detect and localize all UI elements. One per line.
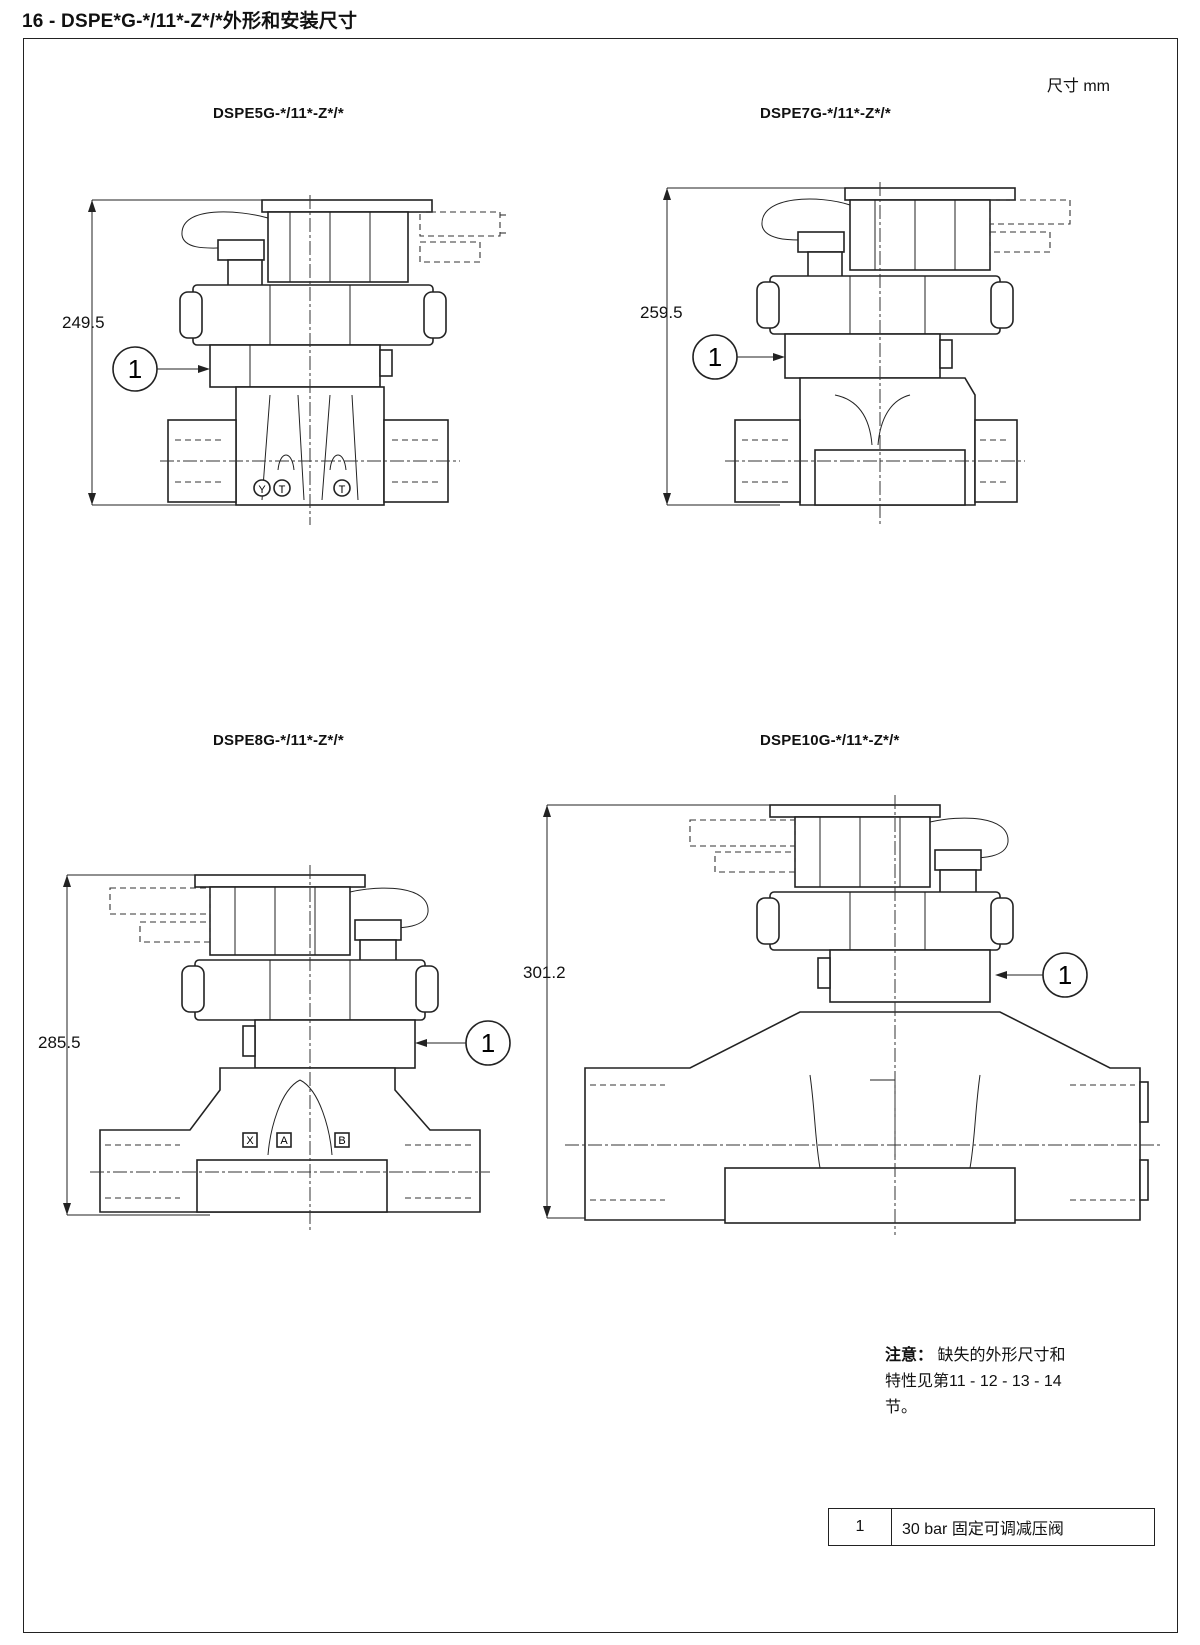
note-line: 特性见第11 - 12 - 13 - 14 <box>885 1373 1062 1390</box>
valve-drawing-dspe5 <box>88 195 510 525</box>
callout-number: 1 <box>128 354 142 384</box>
callout-1-dspe5: 1 <box>112 346 210 392</box>
callout-number: 1 <box>1058 960 1072 990</box>
legend-table: 1 30 bar 固定可调减压阀 <box>828 1508 1155 1546</box>
port-label: T <box>339 484 346 496</box>
legend-number: 1 <box>828 1508 892 1546</box>
port-label: Y <box>258 484 266 496</box>
port-label: T <box>279 484 286 496</box>
callout-1-dspe8: 1 <box>415 1020 511 1066</box>
port-label: B <box>338 1135 345 1147</box>
model-title-dspe7: DSPE7G-*/11*-Z*/* <box>760 105 891 122</box>
legend-description: 30 bar 固定可调减压阀 <box>891 1508 1155 1546</box>
height-dimension-dspe8: 285.5 <box>38 1033 81 1052</box>
callout-1-dspe7: 1 <box>692 334 785 380</box>
height-dimension-dspe7: 259.5 <box>640 303 683 322</box>
height-dimension-dspe10: 301.2 <box>523 963 566 982</box>
page-title: 16 - DSPE*G-*/11*-Z*/*外形和安装尺寸 <box>22 11 358 32</box>
valve-drawing-dspe10 <box>543 795 1160 1235</box>
port-label: A <box>280 1135 288 1147</box>
note-line: 缺失的外形尺寸和 <box>937 1347 1066 1364</box>
port-label: X <box>246 1135 254 1147</box>
model-title-dspe10: DSPE10G-*/11*-Z*/* <box>760 732 900 749</box>
height-dimension-dspe5: 249.5 <box>62 313 105 332</box>
note-line: 节。 <box>885 1399 918 1416</box>
note-text: 注意： 缺失的外形尺寸和 特性见第11 - 12 - 13 - 14 节。 <box>885 1343 1115 1421</box>
port-labels-dspe5: Y T T <box>253 479 351 497</box>
note-label: 注意： <box>885 1347 934 1364</box>
valve-drawing-dspe7 <box>663 182 1071 525</box>
callout-1-dspe10: 1 <box>995 952 1088 998</box>
callout-number: 1 <box>481 1028 495 1058</box>
port-labels-dspe8: X A B <box>242 1132 350 1148</box>
callout-number: 1 <box>708 342 722 372</box>
model-title-dspe5: DSPE5G-*/11*-Z*/* <box>213 105 344 122</box>
model-title-dspe8: DSPE8G-*/11*-Z*/* <box>213 732 344 749</box>
units-label: 尺寸 mm <box>1046 78 1110 95</box>
legend-row: 1 30 bar 固定可调减压阀 <box>828 1508 1155 1546</box>
drawing-frame <box>23 38 1178 1633</box>
valve-drawing-dspe8 <box>63 865 490 1230</box>
